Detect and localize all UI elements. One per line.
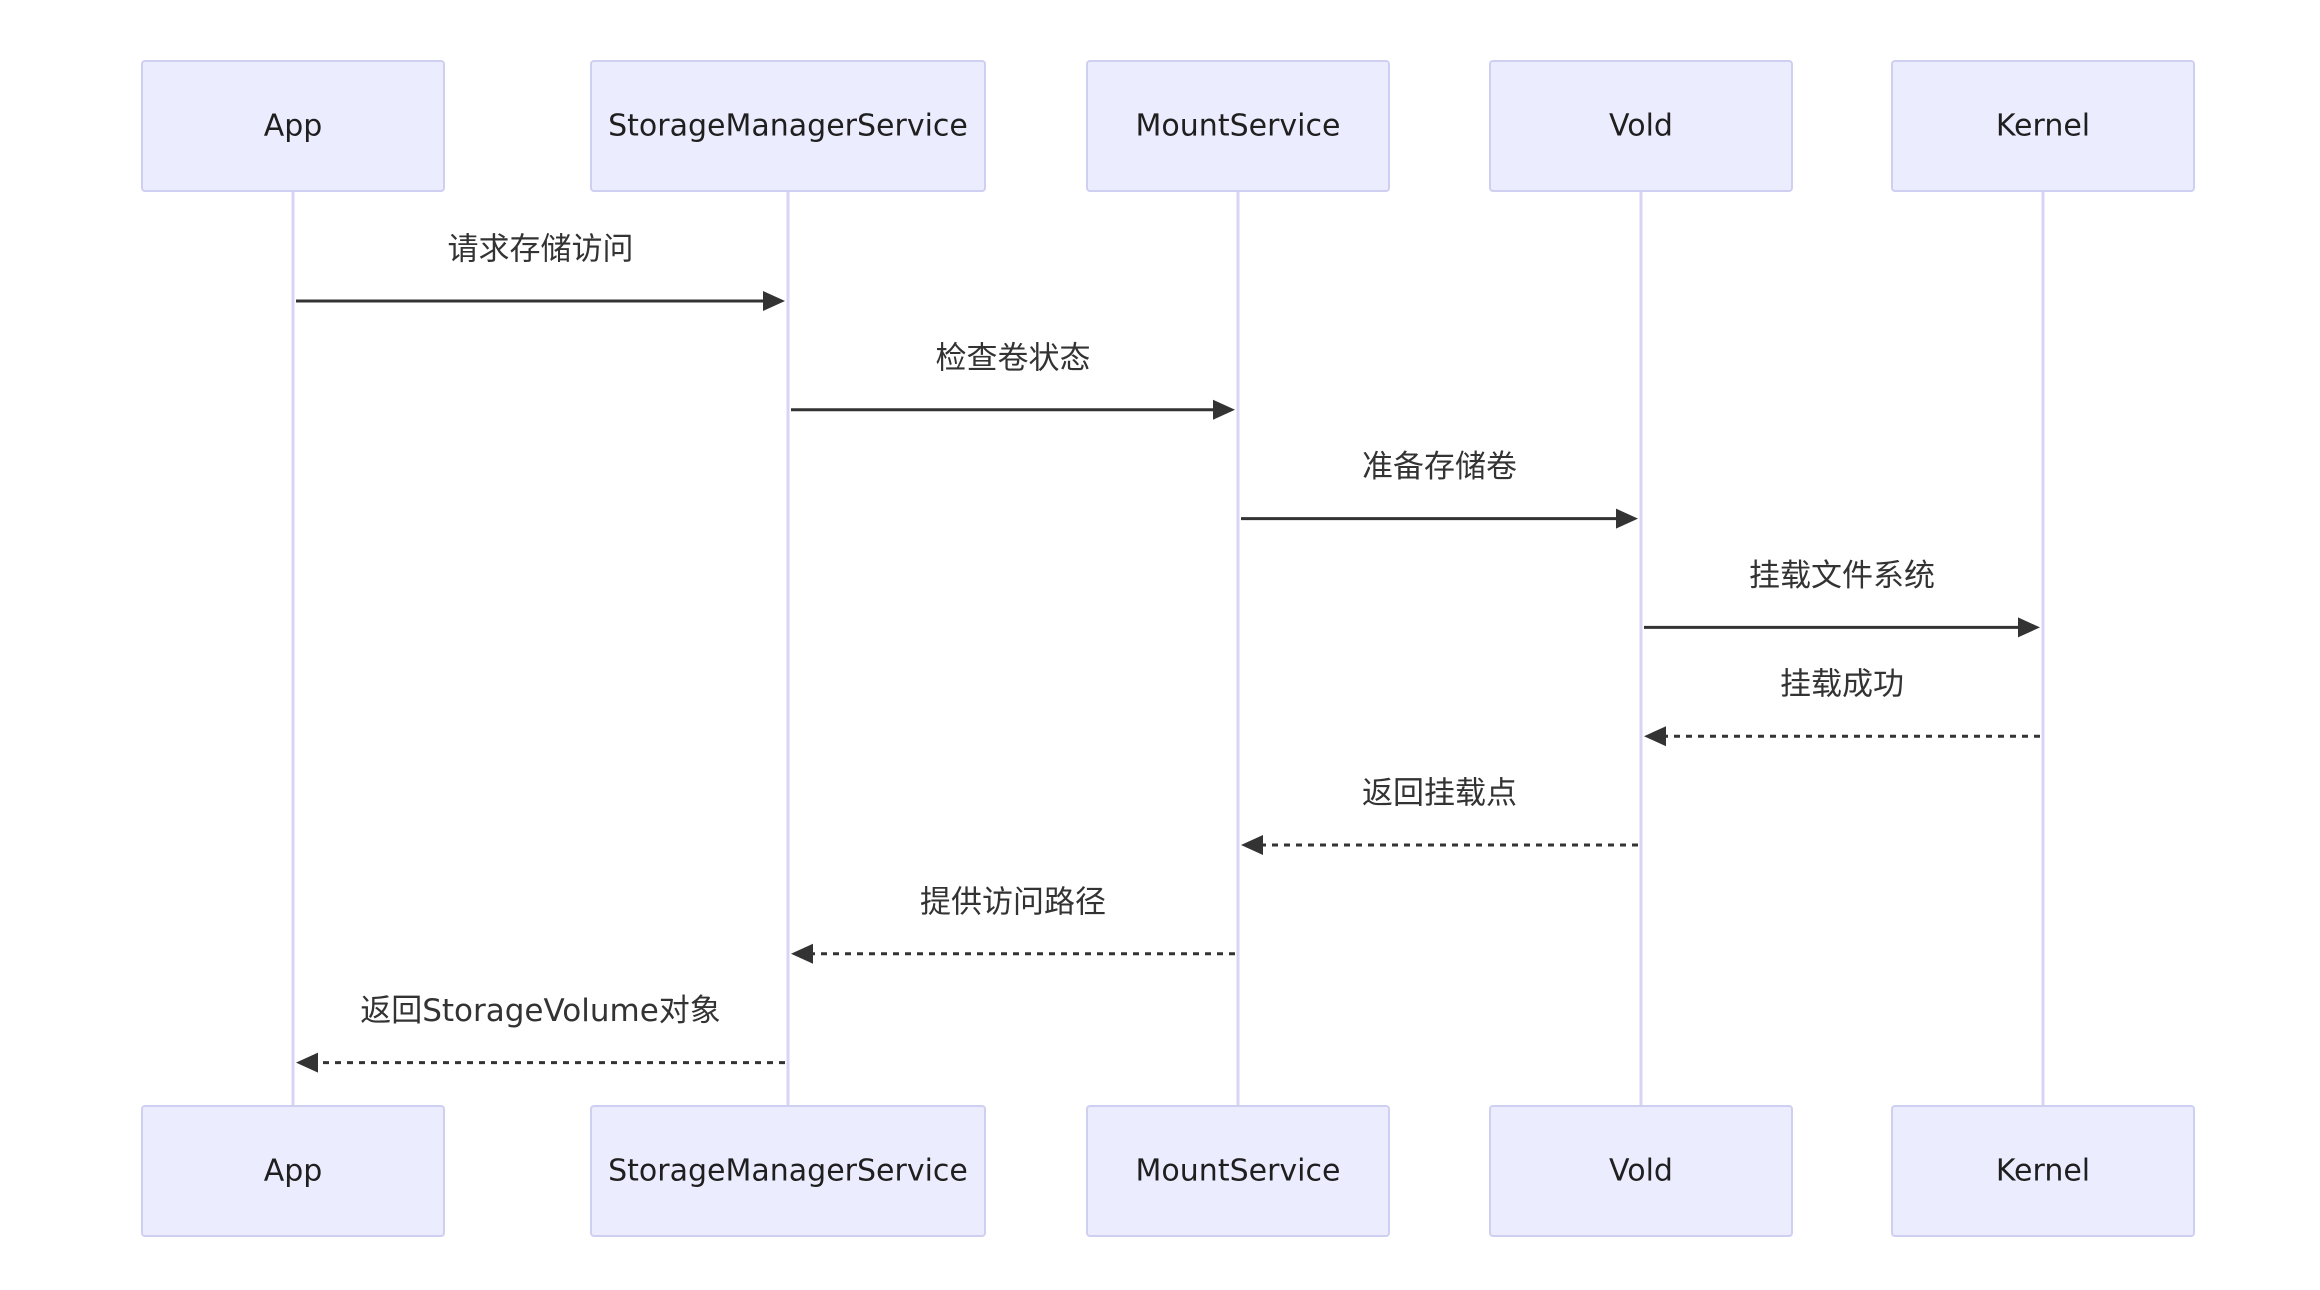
message-label: 返回StorageVolume对象 xyxy=(360,993,721,1029)
actor-box xyxy=(1489,60,1793,192)
message-label: 请求存储访问 xyxy=(448,232,634,268)
arrowhead-icon xyxy=(1241,835,1263,855)
actor-label: Kernel xyxy=(1996,109,2090,144)
actor-box xyxy=(141,1105,445,1237)
actor-vold-bottom: Vold xyxy=(1489,1105,1793,1237)
arrowhead-icon xyxy=(2018,617,2040,638)
actor-label: MountService xyxy=(1136,109,1341,144)
actor-mount-bottom: MountService xyxy=(1086,1105,1390,1237)
actor-box xyxy=(590,60,986,192)
message-label: 提供访问路径 xyxy=(920,884,1106,920)
message-5: 挂载成功 xyxy=(1644,667,2040,747)
actor-box xyxy=(141,60,445,192)
arrowhead-icon xyxy=(763,291,785,311)
actor-label: StorageManagerService xyxy=(608,109,968,144)
actor-box xyxy=(1891,60,2195,192)
message-label: 挂载文件系统 xyxy=(1749,558,1935,594)
actor-label: MountService xyxy=(1136,1154,1341,1189)
message-label: 挂载成功 xyxy=(1780,667,1904,703)
actor-kernel-top: Kernel xyxy=(1891,60,2195,192)
actor-label: Vold xyxy=(1609,1154,1673,1189)
arrowhead-icon xyxy=(791,943,813,964)
actor-label: Kernel xyxy=(1996,1154,2090,1189)
message-1: 请求存储访问 xyxy=(296,232,785,311)
actor-vold-top: Vold xyxy=(1489,60,1793,192)
actor-mount-top: MountService xyxy=(1086,60,1390,192)
actor-sms-top: StorageManagerService xyxy=(590,60,986,192)
arrowhead-icon xyxy=(1616,508,1638,529)
actor-label: App xyxy=(264,109,323,144)
message-label: 准备存储卷 xyxy=(1362,449,1517,485)
actor-label: Vold xyxy=(1609,109,1673,144)
actor-app-bottom: App xyxy=(141,1105,445,1237)
arrowhead-icon xyxy=(1644,726,1666,747)
actor-kernel-bottom: Kernel xyxy=(1891,1105,2195,1237)
arrowhead-icon xyxy=(1213,399,1235,420)
actor-app-top: App xyxy=(141,60,445,192)
actor-box xyxy=(1086,60,1390,192)
actor-box xyxy=(1086,1105,1390,1237)
message-2: 检查卷状态 xyxy=(791,340,1235,420)
actor-box xyxy=(590,1105,986,1237)
actor-box xyxy=(1489,1105,1793,1237)
actor-sms-bottom: StorageManagerService xyxy=(590,1105,986,1237)
actor-box xyxy=(1891,1105,2195,1237)
message-7: 提供访问路径 xyxy=(791,884,1235,964)
actor-label: StorageManagerService xyxy=(608,1154,968,1189)
message-label: 返回挂载点 xyxy=(1362,776,1517,812)
message-label: 检查卷状态 xyxy=(936,340,1091,376)
message-6: 返回挂载点 xyxy=(1241,776,1638,855)
message-4: 挂载文件系统 xyxy=(1644,558,2040,638)
message-8: 返回StorageVolume对象 xyxy=(296,993,785,1073)
actor-label: App xyxy=(264,1154,323,1189)
message-3: 准备存储卷 xyxy=(1241,449,1638,529)
arrowhead-icon xyxy=(296,1052,318,1073)
